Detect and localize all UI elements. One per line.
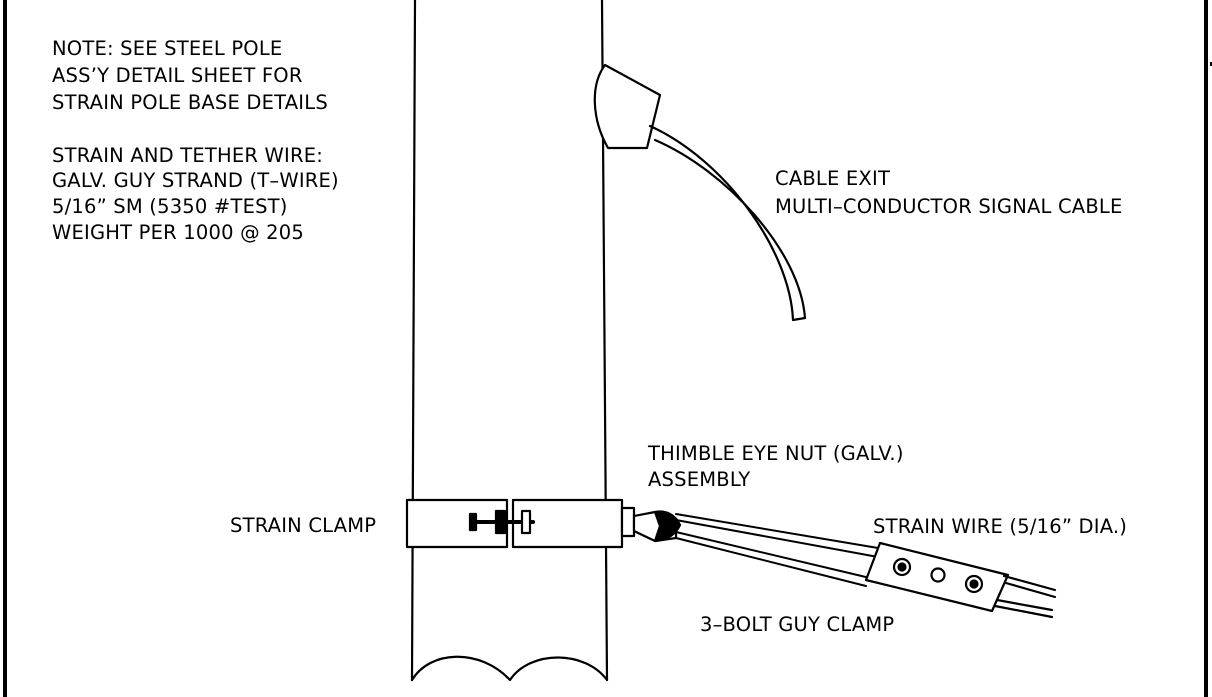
note-base-line-3: STRAIN POLE BASE DETAILS bbox=[52, 91, 328, 114]
guy-clamp-bolt-3 bbox=[964, 574, 984, 594]
callout-thimble-eye-nut: THIMBLE EYE NUT (GALV.) bbox=[648, 442, 904, 465]
pole-break-line bbox=[410, 655, 609, 682]
cable-exit-hood bbox=[593, 63, 662, 150]
thimble-eye-nut bbox=[620, 506, 682, 543]
note-wire-line-1: STRAIN AND TETHER WIRE: bbox=[52, 144, 324, 167]
thimble-loop bbox=[653, 510, 682, 543]
guy-wire-tails bbox=[993, 574, 1057, 619]
guy-clamp-bolt-2 bbox=[930, 567, 946, 583]
callout-cable-exit: CABLE EXIT bbox=[775, 167, 891, 190]
strain-clamp bbox=[405, 498, 624, 549]
eye-nut-stud bbox=[620, 506, 636, 538]
note-wire-line-3: 5/16” SM (5350 #TEST) bbox=[52, 195, 288, 218]
clamp-nut-left bbox=[468, 512, 478, 532]
callout-signal-cable: MULTI–CONDUCTOR SIGNAL CABLE bbox=[775, 195, 1123, 218]
guy-clamp-bolt-1 bbox=[892, 557, 912, 577]
note-base-line-1: NOTE: SEE STEEL POLE bbox=[52, 37, 283, 60]
signal-cable bbox=[648, 124, 807, 322]
cable-exit bbox=[593, 63, 807, 322]
callout-guy-clamp: 3–BOLT GUY CLAMP bbox=[700, 613, 895, 636]
note-wire-line-2: GALV. GUY STRAND (T–WIRE) bbox=[52, 169, 339, 192]
callout-strain-clamp: STRAIN CLAMP bbox=[230, 514, 377, 537]
strain-wire bbox=[675, 513, 879, 587]
callout-thimble-assembly: ASSEMBLY bbox=[648, 468, 751, 491]
pole-left-edge bbox=[410, 0, 417, 682]
note-wire-line-4: WEIGHT PER 1000 @ 205 bbox=[52, 221, 305, 244]
clamp-nut-right bbox=[494, 509, 507, 535]
callout-strain-wire: STRAIN WIRE (5/16” DIA.) bbox=[873, 515, 1128, 538]
note-base-line-2: ASS’Y DETAIL SHEET FOR bbox=[52, 64, 303, 87]
three-bolt-guy-clamp bbox=[864, 541, 1057, 619]
clamp-nut-far bbox=[520, 509, 532, 535]
